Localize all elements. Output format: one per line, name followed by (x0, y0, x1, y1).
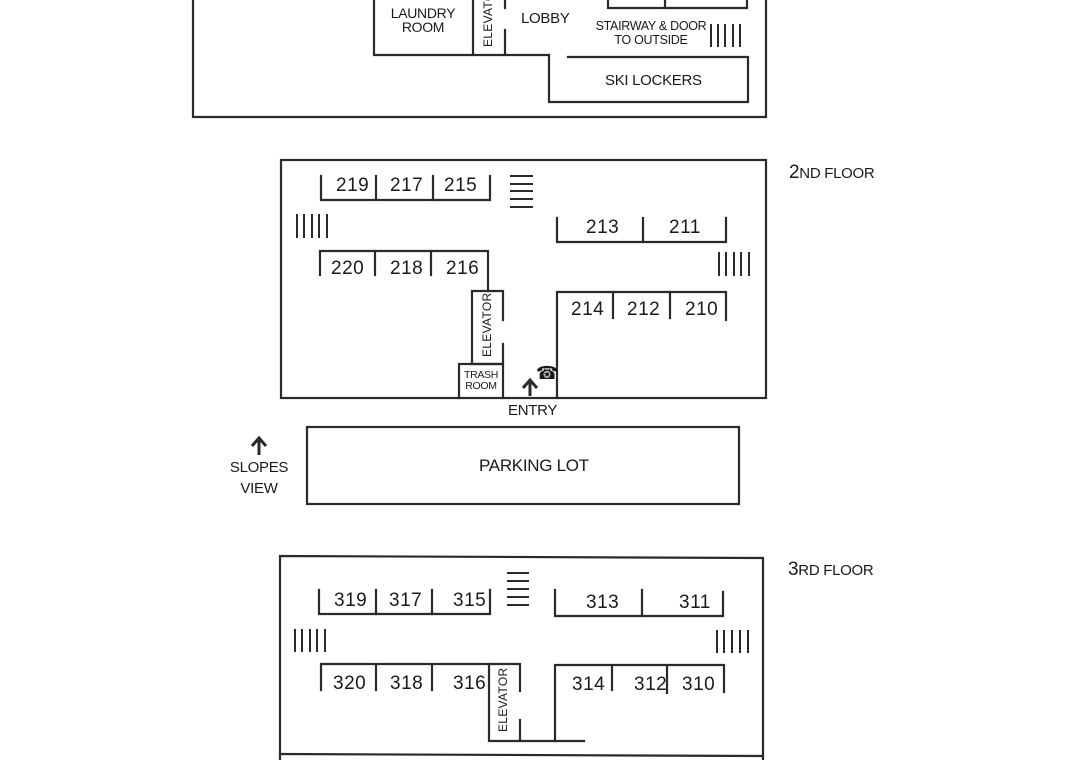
first-floor-plan (191, 0, 768, 119)
second-floor-plan (279, 158, 768, 400)
second-floor-title: 2ND FLOOR (789, 162, 875, 183)
room-215[interactable]: 215 (444, 175, 478, 196)
slopes-line1: SLOPES (229, 459, 289, 476)
stairs-east-icon-3 (716, 630, 749, 653)
room-217[interactable]: 217 (390, 175, 424, 196)
room-north-outline (606, 0, 749, 10)
room-218[interactable]: 218 (390, 258, 424, 279)
stairway-icon (710, 24, 741, 47)
entry-arrow-icon (521, 377, 539, 396)
room-220[interactable]: 220 (331, 258, 365, 279)
elevator-shaft-3 (487, 662, 586, 743)
room-317[interactable]: 317 (389, 590, 423, 611)
rooms-220-216-block (318, 249, 490, 293)
room-310[interactable]: 310 (682, 674, 716, 695)
entry-label: ENTRY (508, 402, 558, 419)
room-219[interactable]: 219 (336, 175, 370, 196)
first-floor-outline (191, 0, 768, 119)
room-318[interactable]: 318 (390, 673, 424, 694)
laundry-room-label: LAUNDRY ROOM (383, 6, 463, 34)
elevator-label-third: ELEVATOR (496, 667, 510, 732)
room-314[interactable]: 314 (572, 674, 606, 695)
ski-lockers-outline (547, 53, 750, 104)
stairway-line2: TO OUTSIDE (614, 33, 688, 47)
laundry-line2: ROOM (401, 19, 445, 35)
laundry-room-wall (372, 0, 550, 57)
elevator-shaft (470, 289, 505, 366)
room-320[interactable]: 320 (333, 673, 367, 694)
elevator-label-first: ELEVATOR (481, 0, 495, 47)
ski-lockers-label: SKI LOCKERS (605, 72, 702, 89)
stairway-door-label: STAIRWAY & DOOR TO OUTSIDE (595, 19, 707, 47)
room-213[interactable]: 213 (586, 217, 620, 238)
rooms-213-211-block (555, 216, 728, 244)
floor-suffix: ND FLOOR (799, 165, 875, 182)
parking-lot-label: PARKING LOT (479, 456, 589, 475)
room-216[interactable]: 216 (446, 258, 480, 279)
room-210[interactable]: 210 (685, 299, 719, 320)
rooms-214-210-block (555, 290, 728, 400)
rooms-219-215-block (319, 174, 492, 202)
room-315[interactable]: 315 (453, 590, 487, 611)
stairway-line1: STAIRWAY & DOOR (595, 19, 707, 33)
floor-number: 2 (789, 162, 800, 183)
parking-lot-outline (305, 425, 741, 506)
stairs-north-icon (510, 175, 533, 208)
room-214[interactable]: 214 (571, 299, 605, 320)
room-311[interactable]: 311 (679, 592, 711, 613)
trash-line2: ROOM (465, 380, 497, 392)
room-316[interactable]: 316 (453, 673, 487, 694)
rooms-319-315-block (317, 588, 492, 616)
third-floor-title: 3RD FLOOR (788, 559, 874, 580)
phone-icon: ☎ (536, 363, 559, 383)
trash-line1: TRASH (463, 369, 499, 381)
rooms-314-310-block (553, 663, 726, 743)
slopes-arrow-icon (250, 435, 268, 455)
laundry-line1: LAUNDRY (390, 5, 456, 21)
second-floor-outline (279, 158, 768, 400)
rooms-320-316-block (319, 662, 522, 693)
stairs-west-icon (296, 214, 328, 238)
floor-suffix: RD FLOOR (798, 562, 874, 579)
room-212[interactable]: 212 (627, 299, 661, 320)
elevator-label-second: ELEVATOR (480, 292, 494, 357)
room-319[interactable]: 319 (334, 590, 368, 611)
slopes-view-label: SLOPES VIEW (226, 457, 292, 499)
rooms-313-311-block (553, 588, 725, 618)
stairs-north-icon-3 (507, 572, 529, 606)
trash-room-label: TRASH ROOM (461, 370, 501, 392)
lobby-label: LOBBY (521, 10, 570, 27)
floor-number: 3 (788, 559, 799, 580)
third-floor-plan (278, 554, 765, 760)
third-floor-outline (278, 554, 765, 760)
stairs-east-icon (718, 252, 750, 276)
room-313[interactable]: 313 (586, 592, 620, 613)
trash-room-outline (457, 362, 505, 400)
room-312[interactable]: 312 (634, 674, 668, 695)
stairs-west-icon-3 (294, 629, 326, 652)
room-211[interactable]: 211 (669, 217, 701, 238)
slopes-line2: VIEW (240, 480, 278, 497)
